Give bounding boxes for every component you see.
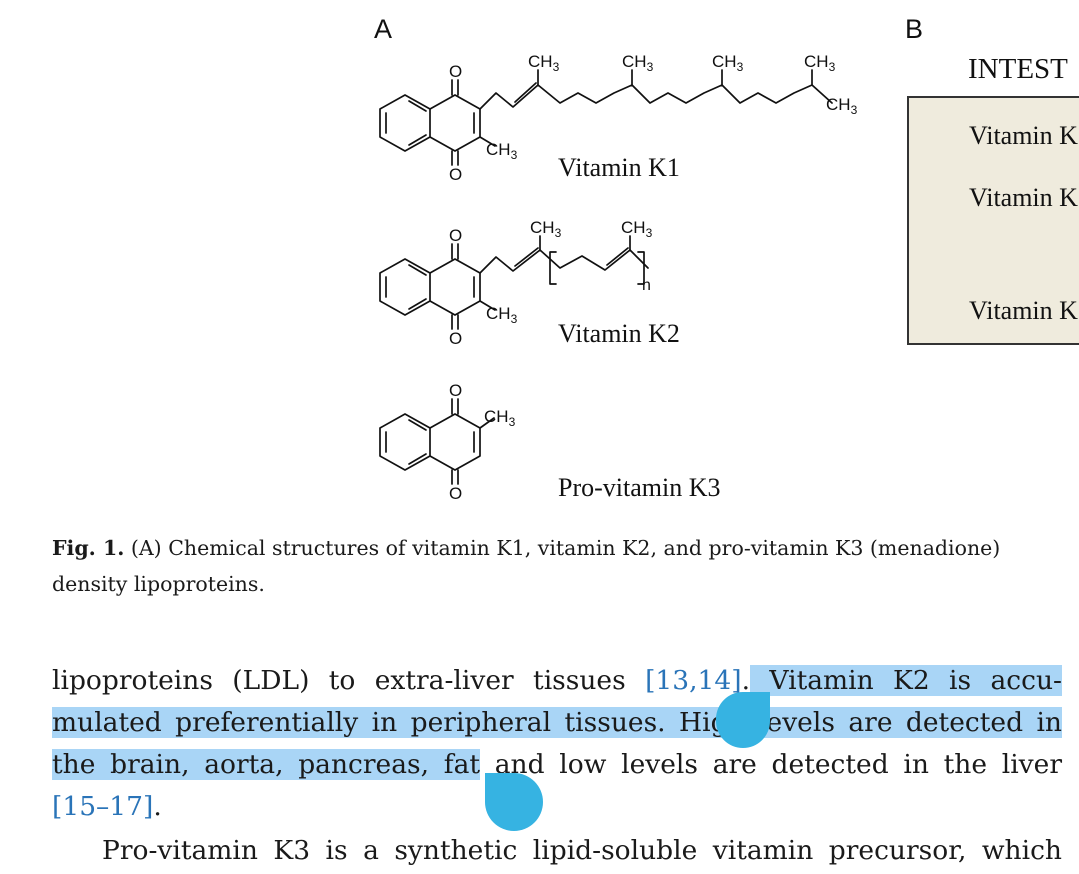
body-text: . (741, 665, 751, 696)
caption-line-2: density lipoproteins. (52, 572, 265, 596)
pro-vitamin-k3-structure: O O CH3 (379, 381, 516, 503)
figure-caption: Fig. 1. (A) Chemical structures of vitam… (52, 530, 1079, 602)
k3-oxygen-bottom: O (449, 484, 462, 503)
k2-chain-methyl-2: CH3 (621, 218, 653, 240)
panel-b-item-3: Vitamin K (969, 296, 1078, 325)
body-line-3[interactable]: the brain, aorta, pancreas, fat and low … (52, 746, 1062, 784)
body-text: Pro-vitamin K3 is a synthetic lipid-solu… (102, 835, 1062, 866)
panel-b-box (907, 96, 1079, 345)
k3-methyl: CH3 (484, 407, 516, 429)
selected-text[interactable]: Vitamin K2 is accu- (750, 665, 1062, 696)
k2-oxygen-bottom: O (449, 329, 462, 348)
k1-chain-methyl-2: CH3 (622, 52, 654, 74)
caption-fig-label: Fig. 1. (52, 536, 125, 560)
k1-chain-methyl-1: CH3 (528, 52, 560, 74)
k3-oxygen-top: O (449, 381, 462, 400)
figure-1: A B O O CH3 CH3 CH3 CH3 CH3 CH3 Vitamin (374, 14, 1079, 503)
k2-ring-methyl: CH3 (486, 304, 518, 326)
k1-ring-methyl: CH3 (486, 140, 518, 162)
vitamin-k2-label: Vitamin K2 (558, 319, 680, 348)
body-text: and low levels are detected in the liver (480, 749, 1062, 780)
k1-oxygen-top: O (449, 62, 462, 81)
selection-end-handle[interactable] (485, 773, 543, 831)
k2-oxygen-top: O (449, 226, 462, 245)
panel-b-label: B (905, 14, 923, 44)
k1-oxygen-bottom: O (449, 165, 462, 184)
selection-start-handle[interactable] (716, 692, 770, 748)
body-line-2[interactable]: mulated preferentially in peripheral tis… (52, 704, 1062, 742)
body-text: . (153, 791, 162, 822)
citation-link-13-14[interactable]: [13,14] (645, 665, 742, 696)
panel-b-item-1: Vitamin K (969, 121, 1078, 150)
vitamin-k2-structure: O O CH3 CH3 CH3 n (379, 218, 653, 348)
body-text: lipoproteins (LDL) to extra-liver tissue… (52, 665, 646, 696)
vitamin-k1-structure: O O CH3 CH3 CH3 CH3 CH3 CH3 (379, 52, 858, 184)
k2-repeat-index: n (642, 277, 651, 294)
selected-text[interactable]: the brain, aorta, pancreas, fat (52, 749, 481, 780)
caption-line-1: Fig. 1. (A) Chemical structures of vitam… (52, 530, 1079, 566)
selected-text[interactable]: mulated preferentially in peripheral tis… (52, 707, 1062, 738)
k1-chain-methyl-3: CH3 (712, 52, 744, 74)
panel-b-title: INTEST (968, 53, 1068, 85)
body-line-4[interactable]: [15–17]. (52, 788, 1062, 826)
citation-link-15-17[interactable]: [15–17] (52, 791, 154, 822)
panel-b-item-2: Vitamin K (969, 183, 1078, 212)
pro-vitamin-k3-label: Pro-vitamin K3 (558, 473, 721, 502)
vitamin-k1-label: Vitamin K1 (558, 153, 680, 182)
caption-text-1: (A) Chemical structures of vitamin K1, v… (124, 536, 1001, 560)
k2-chain-methyl-1: CH3 (530, 218, 562, 240)
body-line-5: Pro-vitamin K3 is a synthetic lipid-solu… (102, 832, 1062, 870)
body-line-1[interactable]: lipoproteins (LDL) to extra-liver tissue… (52, 662, 1062, 700)
k1-chain-methyl-4: CH3 (804, 52, 836, 74)
panel-a-label: A (374, 14, 392, 44)
k1-terminal-methyl: CH3 (826, 95, 858, 117)
